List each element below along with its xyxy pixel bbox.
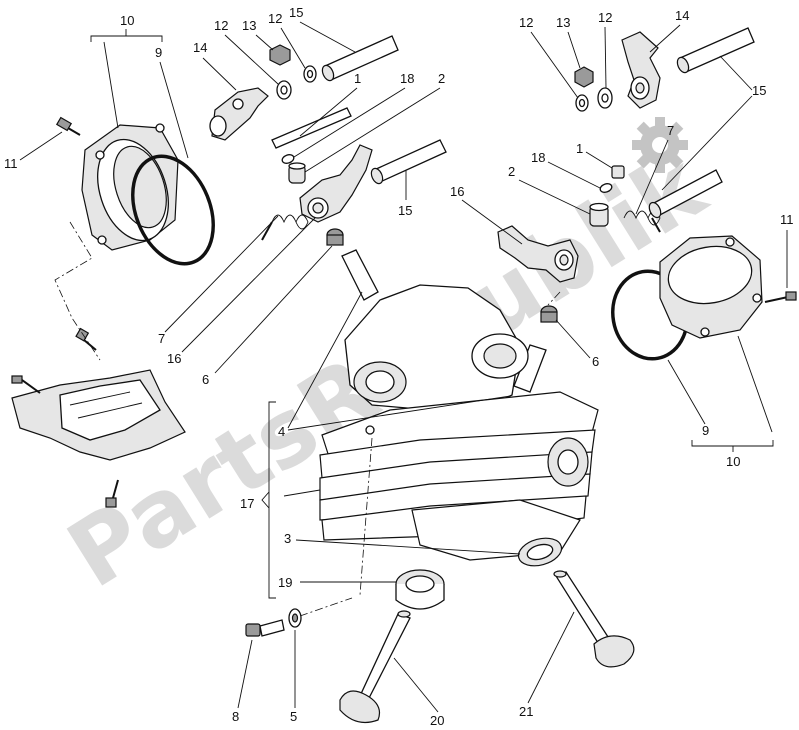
rocker-arm-right-lower	[497, 225, 579, 283]
circlip-left-18	[281, 154, 295, 164]
valve-seat-3	[517, 537, 563, 567]
callout-14-right: 14	[675, 8, 689, 23]
callout-15-right: 15	[752, 83, 766, 98]
callout-8: 8	[232, 709, 239, 724]
shaft-left-1	[271, 107, 352, 149]
callout-7-right: 7	[667, 123, 674, 138]
callout-19: 19	[278, 575, 292, 590]
callout-6-left: 6	[202, 372, 209, 387]
callout-9-right: 9	[702, 423, 709, 438]
rocker-arm-left-upper	[209, 87, 269, 141]
washer-5	[288, 608, 302, 628]
callout-16-right: 16	[450, 184, 464, 199]
valve-seat-19	[395, 569, 445, 610]
callout-14-left: 14	[193, 40, 207, 55]
rocker-arm-left-lower	[299, 144, 373, 223]
callout-2-left: 2	[438, 71, 445, 86]
callout-20: 20	[430, 713, 444, 728]
callout-12-left-b: 12	[268, 11, 282, 26]
callout-9-left: 9	[155, 45, 162, 60]
callout-12-right-b: 12	[598, 10, 612, 25]
callout-18-right: 18	[531, 150, 545, 165]
intake-flange-right	[659, 235, 763, 339]
callout-13-left: 13	[242, 18, 256, 33]
gear-watermark-icon	[632, 117, 688, 173]
rocker-shaft-left-mid	[370, 139, 447, 185]
spring-left-7	[261, 214, 309, 241]
callout-6-right: 6	[592, 354, 599, 369]
callout-21: 21	[519, 704, 533, 719]
callout-10-left: 10	[120, 13, 134, 28]
callout-18-left: 18	[400, 71, 414, 86]
bolt-8	[245, 619, 285, 637]
rocker-shaft-right-mid	[648, 169, 723, 219]
callout-1-left: 1	[354, 71, 361, 86]
callout-5: 5	[290, 709, 297, 724]
callout-12-left: 12	[214, 18, 228, 33]
rocker-shaft-left-top	[321, 35, 399, 82]
valve-21	[553, 570, 635, 668]
rocker-arm-right-upper	[621, 31, 661, 109]
valve-20	[339, 610, 411, 723]
washer-left-12	[276, 65, 317, 100]
screw-left-upper	[55, 116, 81, 136]
deflector-bracket	[11, 327, 186, 508]
callout-10-right: 10	[726, 454, 740, 469]
callout-17: 17	[240, 496, 254, 511]
cap-left-2	[288, 162, 306, 184]
callout-3: 3	[284, 531, 291, 546]
callout-11-left: 11	[4, 156, 18, 171]
callout-2-right: 2	[508, 164, 515, 179]
cap-right-2	[589, 202, 609, 227]
callout-16-left: 16	[167, 351, 181, 366]
callout-11-right: 11	[780, 212, 794, 227]
callout-4: 4	[278, 424, 285, 439]
callout-15-mid: 15	[398, 203, 412, 218]
intake-flange-left	[81, 123, 179, 251]
washer-right-12	[575, 87, 613, 112]
spring-right-7	[623, 210, 661, 233]
screw-right	[764, 291, 797, 303]
valve-stem-seal-left	[326, 228, 379, 301]
callout-1-right: 1	[576, 141, 583, 156]
shaft-right-1	[611, 165, 625, 179]
o-ring-left	[131, 154, 215, 266]
nut-right-13	[574, 66, 594, 88]
callout-12-right: 12	[519, 15, 533, 30]
callout-15-top: 15	[289, 5, 303, 20]
circlip-right-18	[599, 183, 613, 193]
rocker-shaft-right-top	[676, 27, 755, 74]
cylinder-head	[319, 284, 599, 561]
nut-left-13	[269, 44, 291, 66]
callout-13-right: 13	[556, 15, 570, 30]
callout-7-left: 7	[158, 331, 165, 346]
